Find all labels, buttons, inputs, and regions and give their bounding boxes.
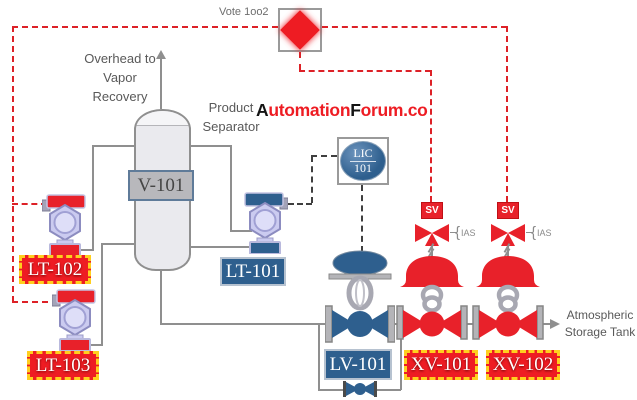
watermark-part: utomation	[268, 100, 351, 120]
lic-tag-number: 101	[350, 160, 376, 175]
sis-signal-line	[299, 52, 301, 70]
xv101-valve-icon	[396, 254, 468, 340]
lt101-label: LT-101	[220, 257, 286, 286]
sis-signal-line-lt102	[12, 203, 47, 205]
sis-signal-line-xv101	[430, 70, 432, 202]
lt102-stub-line	[80, 249, 94, 251]
vent-line	[160, 57, 162, 109]
xv102-label: XV-102	[486, 350, 560, 380]
xv102-solenoid-valve-icon	[490, 220, 526, 246]
lic-tag-function: LIC	[353, 146, 373, 161]
xv102-ias-label: {IAS	[531, 224, 552, 241]
lt101-stub-line	[230, 230, 252, 232]
left-standpipe-line-2	[101, 243, 103, 345]
lt103-transmitter-icon	[52, 287, 98, 351]
right-standpipe-line	[230, 145, 232, 232]
ias-brace-icon: {	[455, 224, 461, 241]
voter-diamond-icon	[280, 10, 320, 50]
bypass-valve-icon	[343, 380, 377, 398]
bpcs-signal-line	[288, 203, 312, 205]
vessel-tag: V-101	[128, 170, 194, 201]
right-lower-tap-line	[189, 246, 252, 248]
xv102-ias-connector	[526, 232, 533, 233]
vent-arrow-icon	[156, 50, 166, 59]
left-standpipe-line	[92, 145, 94, 250]
product-separator-note: Product Separator	[202, 100, 260, 134]
voter-logic-box	[278, 8, 322, 52]
bypass-left-line	[318, 324, 320, 390]
lv101-valve-icon	[325, 250, 395, 350]
watermark-part: A	[256, 100, 269, 120]
sis-signal-line	[12, 26, 14, 302]
lt101-transmitter-icon	[242, 190, 288, 254]
xv101-ias-label: {IAS	[455, 224, 476, 241]
sis-signal-line	[299, 70, 431, 72]
ias-text: IAS	[461, 227, 476, 238]
lic-controller: LIC 101	[337, 137, 389, 185]
sis-signal-line	[322, 26, 507, 28]
lt103-stub-line	[90, 344, 103, 346]
voter-label: Vote 1oo2	[219, 6, 269, 18]
xv101-solenoid-valve-icon	[414, 220, 450, 246]
storage-tank-note: Atmospheric Storage Tank	[564, 308, 636, 339]
right-upper-tap-line	[189, 145, 231, 147]
outlet-arrow-icon	[550, 319, 560, 329]
sis-signal-line	[12, 26, 278, 28]
lic-controller-bubble-icon: LIC 101	[340, 141, 386, 181]
xv101-ias-connector	[450, 232, 457, 233]
vessel-head-band	[136, 111, 189, 126]
xv102-valve-icon	[472, 254, 544, 340]
xv101-solenoid-box: SV	[421, 202, 443, 219]
vessel-outlet-line	[160, 268, 162, 324]
bpcs-signal-line	[311, 155, 337, 157]
sis-signal-line-lt103	[12, 301, 58, 303]
xv101-label: XV-101	[404, 350, 478, 380]
overhead-note: Overhead to Vapor Recovery	[84, 51, 156, 104]
bypass-right-line	[400, 324, 402, 390]
ias-brace-icon: {	[531, 224, 537, 241]
lt103-label: LT-103	[27, 351, 99, 380]
ias-text: IAS	[537, 227, 552, 238]
lt102-transmitter-icon	[42, 192, 88, 256]
lv101-label: LV-101	[324, 349, 392, 380]
left-upper-tap-line	[92, 145, 136, 147]
bpcs-signal-line	[311, 156, 313, 203]
sis-signal-line-xv102	[506, 26, 508, 202]
lt102-label: LT-102	[19, 255, 91, 284]
watermark-part: F	[350, 100, 361, 120]
watermark-part: orum.co	[360, 100, 428, 120]
bpcs-signal-line-lic-lv	[361, 185, 363, 252]
watermark: AutomationForum.co	[256, 100, 428, 121]
xv102-solenoid-box: SV	[497, 202, 519, 219]
left-lower-tap-line	[101, 243, 136, 245]
